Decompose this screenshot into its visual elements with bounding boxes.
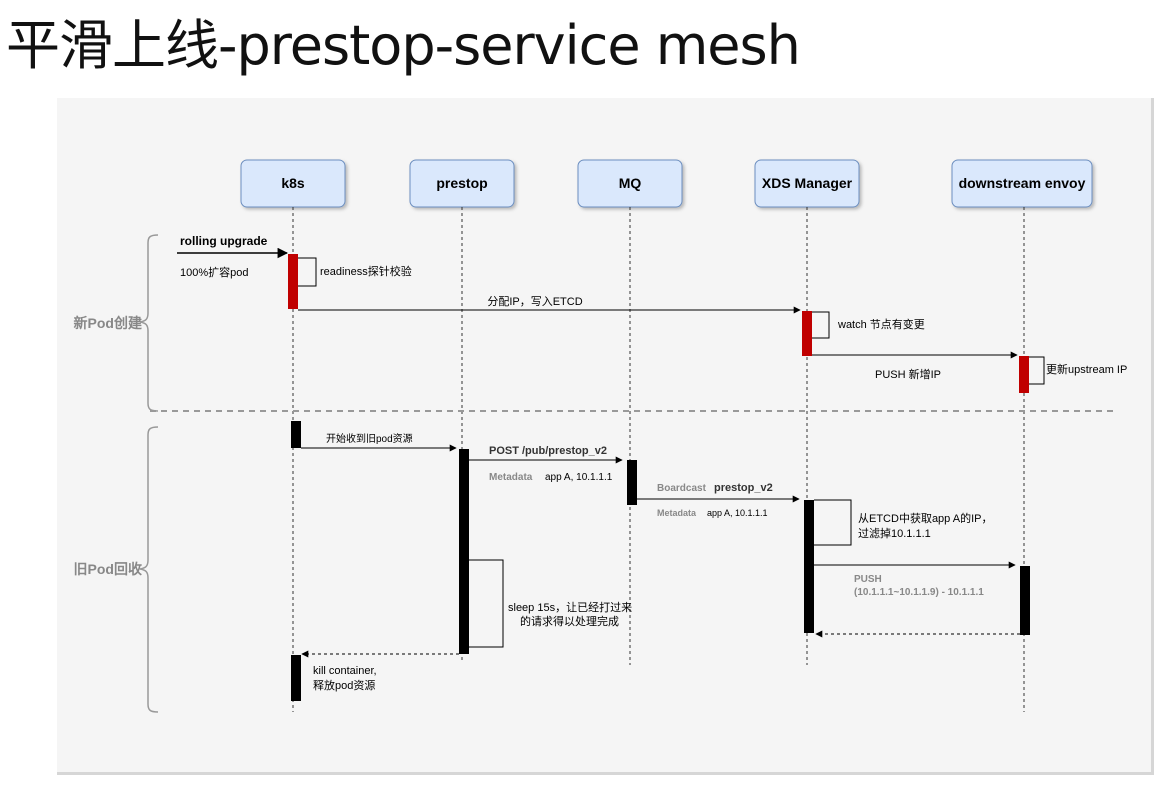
activation-envoy-2: [1020, 566, 1030, 635]
activation-mq: [627, 460, 637, 505]
activation-envoy-1: [1019, 356, 1029, 393]
participant-prestop: prestop: [409, 159, 515, 208]
participant-mq: MQ: [577, 159, 683, 208]
brace-old-pod: [139, 426, 159, 713]
label-assign-ip: 分配IP，写入ETCD: [487, 295, 582, 308]
label-metadata-key-2: Metadata: [657, 508, 697, 518]
self-call-update: [1029, 356, 1045, 385]
label-sleep-1: sleep 15s，让已经打过来: [508, 600, 632, 614]
label-kill-2: 释放pod资源: [313, 678, 375, 692]
label-broadcast-topic: prestop_v2: [714, 482, 773, 494]
participant-prestop-label: prestop: [436, 175, 487, 191]
activation-k8s-3: [291, 655, 301, 701]
label-start-reclaim: 开始收到旧pod资源: [326, 432, 413, 445]
activation-prestop: [459, 449, 469, 654]
participant-envoy-label: downstream envoy: [959, 175, 1086, 191]
self-call-watch: [812, 311, 830, 339]
label-metadata-key-1: Metadata: [489, 472, 533, 483]
slide-title: 平滑上线-prestop-service mesh: [6, 14, 801, 77]
brace-new-pod: [139, 234, 159, 412]
activation-k8s-1: [288, 254, 298, 309]
label-broadcast: Boardcast: [657, 483, 707, 494]
diagram-panel: [57, 98, 1154, 775]
label-post: POST /pub/prestop_v2: [489, 445, 607, 457]
participant-downstream-envoy: downstream envoy: [951, 159, 1093, 208]
label-rolling-upgrade: rolling upgrade: [180, 234, 268, 248]
label-fetch-ip-1: 从ETCD中获取app A的IP，: [858, 511, 992, 525]
self-call-fetch-ip: [814, 499, 852, 546]
activation-xds-2: [804, 500, 814, 633]
label-watch: watch 节点有变更: [837, 317, 925, 331]
participant-k8s: k8s: [240, 159, 346, 208]
participant-xds-label: XDS Manager: [762, 175, 853, 191]
label-metadata-val-1: app A, 10.1.1.1: [545, 472, 613, 483]
participant-mq-label: MQ: [619, 175, 642, 191]
label-fetch-ip-2: 过滤掉10.1.1.1: [858, 526, 931, 540]
participant-xds-manager: XDS Manager: [754, 159, 860, 208]
self-call-readiness: [298, 257, 317, 287]
label-readiness: readiness探针校验: [320, 264, 412, 278]
phase-label-old-pod: 旧Pod回收: [74, 561, 143, 577]
label-push: PUSH: [854, 574, 882, 585]
label-sleep-2: 的请求得以处理完成: [520, 614, 619, 628]
activation-xds-1: [802, 311, 812, 356]
lifelines: [292, 207, 1025, 712]
participant-k8s-label: k8s: [281, 175, 305, 191]
phase-label-new-pod: 新Pod创建: [74, 315, 142, 331]
label-kill-1: kill container,: [313, 665, 377, 677]
label-push-range: (10.1.1.1~10.1.1.9) - 10.1.1.1: [854, 587, 984, 598]
self-call-sleep: [469, 559, 504, 648]
label-push-new-ip: PUSH 新增IP: [875, 367, 941, 381]
label-metadata-val-2: app A, 10.1.1.1: [707, 508, 768, 518]
activation-k8s-2: [291, 421, 301, 448]
label-update-upstream: 更新upstream IP: [1046, 362, 1127, 376]
label-scale-out: 100%扩容pod: [180, 265, 249, 279]
